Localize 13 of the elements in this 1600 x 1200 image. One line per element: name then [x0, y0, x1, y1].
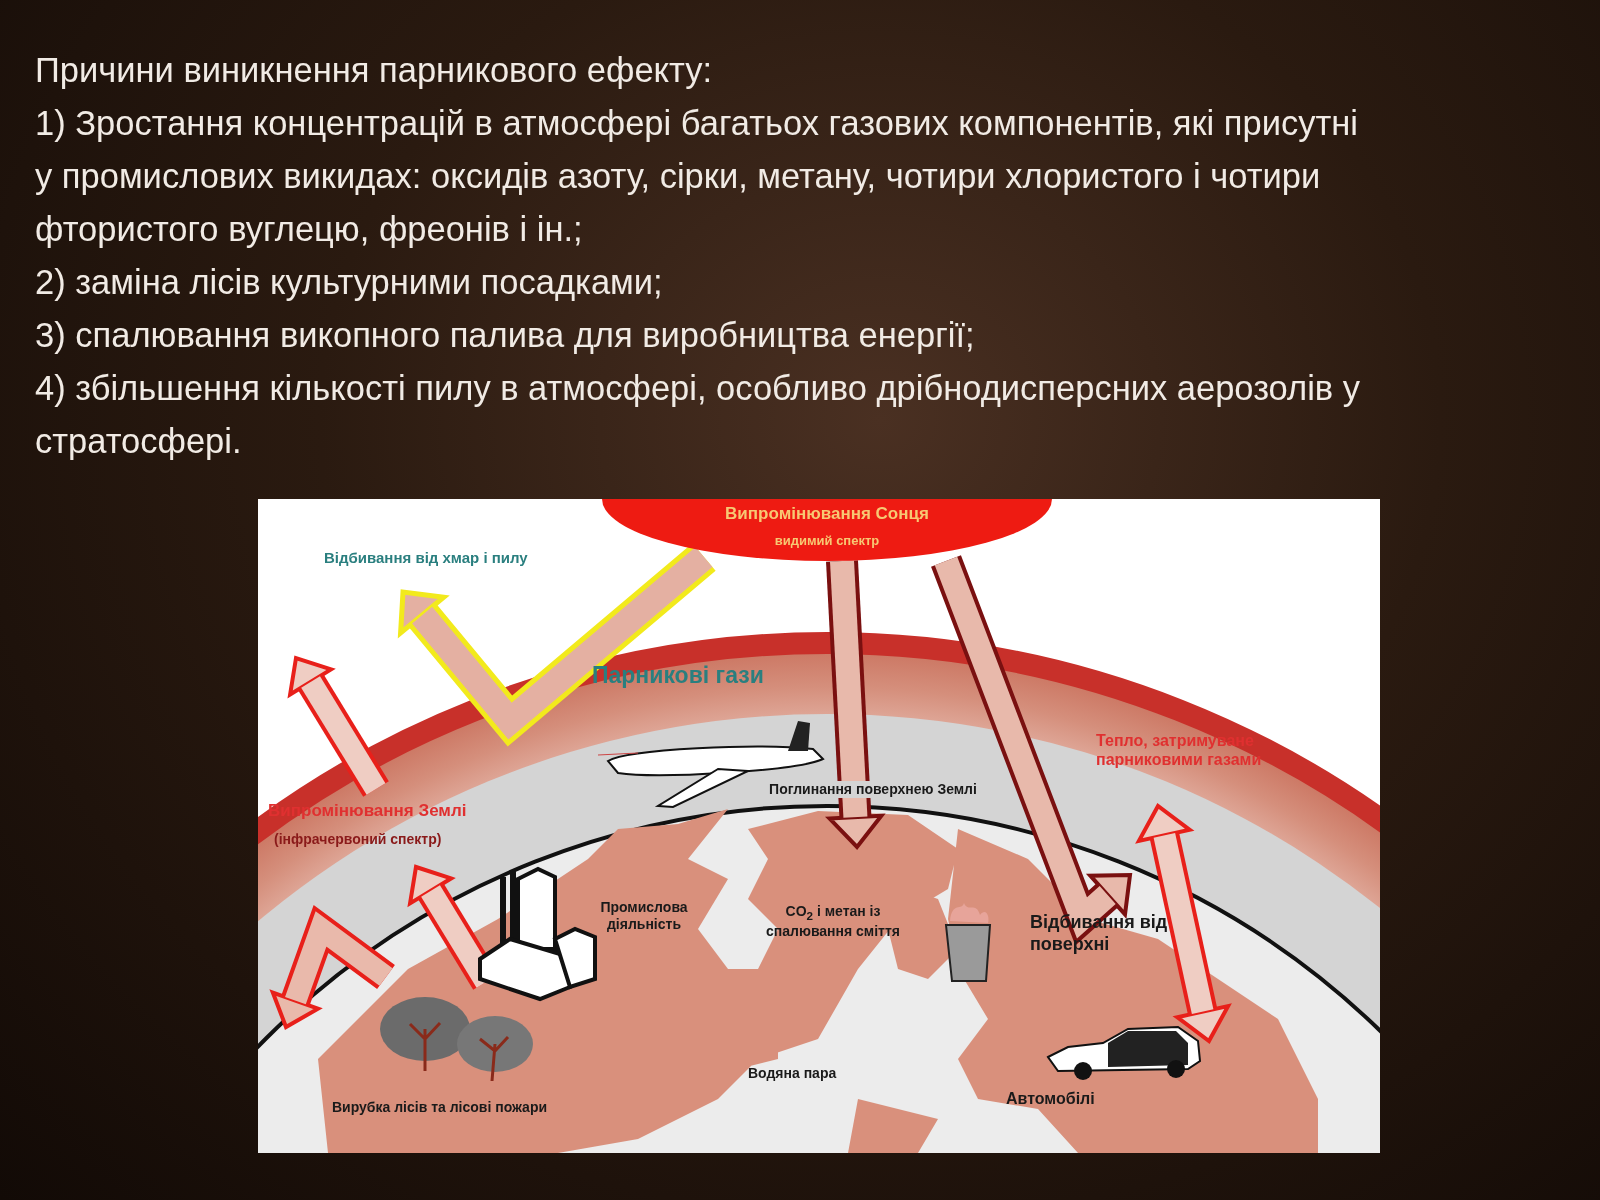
diagram-label: Вирубка лісів та лісові пожари: [332, 1099, 549, 1116]
diagram-label: Водяна пара: [748, 1065, 838, 1082]
slide-heading: Причини виникнення парникового ефекту:: [35, 50, 714, 91]
list-item: 1) Зростання концентрацій в атмосфері багатьох газових компонентів, які присутні у промислових викидах: оксидів азоту, сірки, метану, чотири хлористого і чотири фтористого вуглецю, фреонів і ін.;: [35, 103, 1359, 250]
list-item: 2) заміна лісів культурними посадками;: [35, 262, 664, 303]
sun-label: Випромінювання Сонця: [724, 504, 930, 524]
diagram-label: Відбивання від хмар і пилу: [324, 549, 529, 567]
spectrum-label: видимий спектр: [773, 533, 881, 548]
list-item: 3) спалювання викопного палива для виробництва енергії;: [35, 315, 976, 356]
diagram-label: Промислова діяльність: [599, 899, 689, 933]
list-item: 4) збільшення кількості пилу в атмосфері, особливо дрібнодисперсних аерозолів у стратосфері.: [35, 368, 1361, 462]
diagram-label: Автомобілі: [1006, 1089, 1096, 1109]
diagram-label: Парникові гази: [592, 662, 765, 690]
